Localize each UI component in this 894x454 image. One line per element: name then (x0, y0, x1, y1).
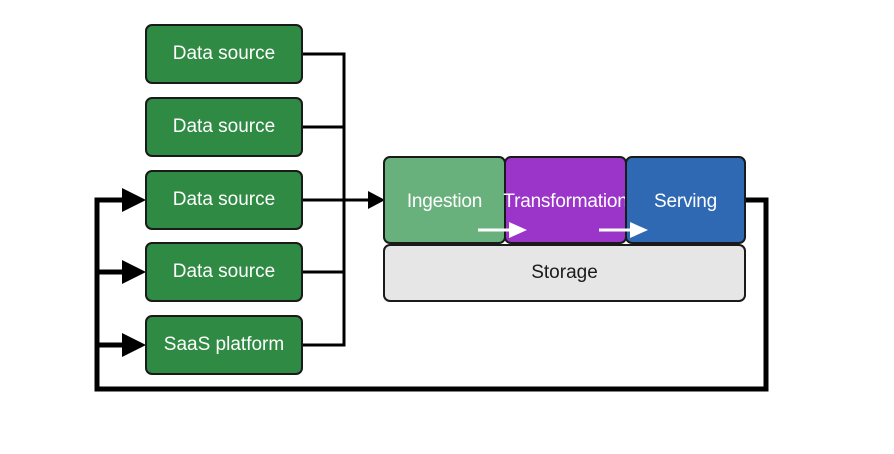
data-source-label-3: Data source (172, 189, 276, 210)
ingestion-to-transformation-arrow-icon (478, 222, 527, 238)
data-source-label-1: Data source (172, 43, 276, 64)
data-source-box-3: Data source (145, 170, 303, 230)
storage-label: Storage (531, 262, 598, 283)
data-source-label-2: Data source (172, 116, 276, 137)
source-output-lines (302, 52, 370, 347)
saas-platform-label: SaaS platform (163, 334, 285, 355)
ingestion-label: Ingestion (406, 191, 483, 212)
transformation-to-serving-arrow-icon (599, 222, 648, 238)
data-source-box-4: Data source (145, 242, 303, 302)
data-source-box-1: Data source (145, 24, 303, 84)
saas-platform-box: SaaS platform (145, 315, 303, 375)
storage-box: Storage (383, 244, 746, 302)
transformation-label: Transformation (503, 191, 628, 212)
bus-to-ingestion-arrowhead (368, 191, 385, 209)
serving-label: Serving (653, 191, 718, 212)
data-source-box-2: Data source (145, 97, 303, 157)
feedback-arrowhead-row4 (122, 260, 146, 284)
feedback-arrowhead-row5 (122, 333, 146, 357)
feedback-arrowhead-row3 (122, 188, 146, 212)
data-source-label-4: Data source (172, 261, 276, 282)
serving-box: Serving (625, 156, 746, 244)
feedback-loop-line (94, 197, 769, 392)
